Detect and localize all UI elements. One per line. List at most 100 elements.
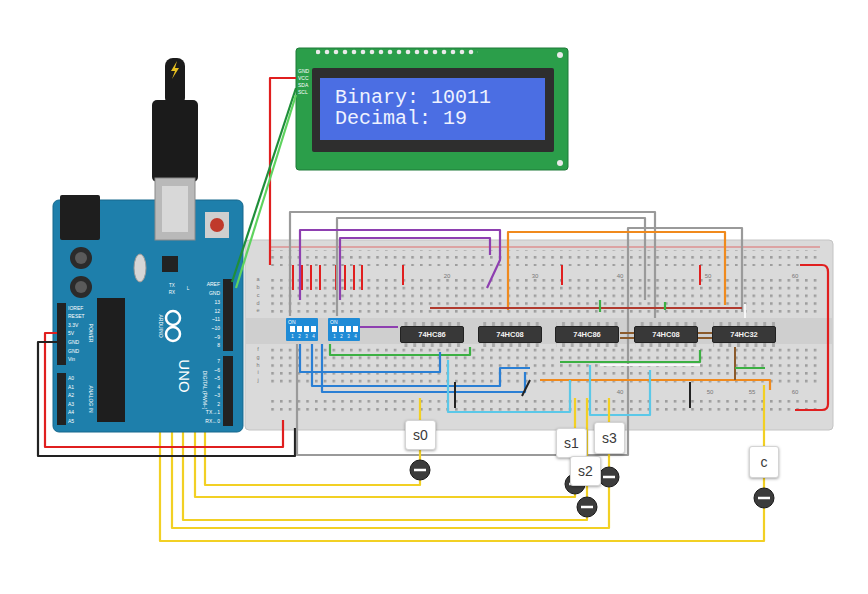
switch-number: 3 [347, 334, 350, 339]
jumper-wire [455, 380, 690, 408]
led-label: L [187, 287, 190, 292]
holes [270, 279, 820, 317]
chip-label: 74HC86 [573, 330, 601, 339]
pin-label: 2 [217, 401, 220, 406]
column-number: 60 [792, 389, 799, 395]
column-number: 40 [617, 273, 624, 279]
logic-chip: 74HC08 [478, 326, 542, 343]
jumper-wire [300, 344, 530, 392]
probe-label: c [749, 446, 779, 478]
row-letter: i [257, 371, 258, 377]
header-title: ANALOG IN [88, 385, 93, 412]
logic-chip: 74HC08 [634, 326, 698, 343]
center-channel [245, 318, 833, 344]
probe-name: s0 [413, 427, 428, 443]
chip-label: 74HC08 [652, 330, 680, 339]
mount-hole [557, 52, 563, 58]
pin-label: A0 [68, 376, 74, 381]
probe-label: s1 [556, 428, 587, 458]
pin-label: TX→1 [206, 410, 220, 415]
jumper-wire [448, 360, 650, 415]
column-number: 30 [532, 273, 539, 279]
switch-number: 2 [298, 334, 301, 339]
logo [166, 327, 180, 341]
pin-label: AREF [207, 282, 220, 287]
column-number: 50 [707, 389, 714, 395]
power-wire [45, 333, 283, 447]
pin-label: GND [209, 291, 220, 296]
breadboard [245, 240, 833, 430]
pin-label: A2 [68, 393, 74, 398]
pin-label: RESET [68, 314, 85, 319]
pin-label: ~3 [214, 393, 220, 398]
pin-label: ~5 [214, 376, 220, 381]
signal-wire [160, 420, 764, 541]
capacitor-top [75, 281, 87, 293]
header-title: DIGITAL (PWM~) [202, 371, 207, 410]
pin-header [57, 303, 66, 365]
pin-label: ~9 [214, 334, 220, 339]
row-letter: c [257, 293, 260, 299]
capacitor [70, 276, 92, 298]
pin-label: 5V [68, 331, 74, 336]
pin-label: 4 [217, 384, 220, 389]
usb-chip [162, 256, 178, 272]
probe-label: s2 [570, 456, 601, 486]
pin-label: 12 [214, 308, 220, 313]
crystal [134, 254, 146, 282]
pin-label: SDA [298, 82, 308, 87]
probe-name: c [761, 454, 768, 470]
pin-label: SCL [298, 89, 308, 94]
header-title: POWER [88, 324, 93, 343]
switch-label: ON [330, 319, 338, 324]
row-letter: b [256, 285, 259, 291]
dc-jack [60, 195, 100, 240]
column-number: 60 [792, 273, 799, 279]
switch-number: 1 [333, 334, 336, 339]
logic-chip: 74HC86 [400, 326, 464, 343]
pin-label: 3.3V [68, 322, 78, 327]
logic-chip: 74HC32 [712, 326, 776, 343]
column-number: 50 [705, 273, 712, 279]
pin-label: ~10 [212, 326, 220, 331]
switch-toggle [290, 326, 358, 332]
lcd-board [296, 48, 568, 170]
switch-label: ON [288, 319, 296, 324]
switch-number: 4 [354, 334, 357, 339]
row-letter: a [256, 278, 259, 284]
pin-label: RX←0 [205, 418, 220, 423]
led-label: RX [169, 291, 175, 296]
jumper-wire [330, 300, 765, 368]
row-letter: f [257, 347, 259, 353]
capacitor-top [75, 252, 87, 264]
row-letter: j [257, 378, 258, 384]
pin-label: A5 [68, 418, 74, 423]
probe-name: s2 [578, 463, 593, 479]
row-letter: e [256, 309, 259, 315]
chip-pins [479, 343, 541, 347]
pin-label: 8 [217, 343, 220, 348]
lcd-screen: Binary: 10011Decimal: 19 [320, 78, 545, 140]
column-number: 40 [617, 389, 624, 395]
probe-label: s0 [405, 420, 436, 450]
probe-label: s3 [594, 422, 625, 454]
screen-text: Binary: 10011 [335, 87, 491, 108]
switch-number: 4 [312, 334, 315, 339]
jumper-wire [508, 232, 770, 390]
screen-text: Decimal: 19 [335, 108, 467, 129]
mount-hole [557, 160, 563, 166]
pin-label: ~6 [214, 367, 220, 372]
lcd-bezel [312, 68, 554, 152]
pin-label: 13 [214, 300, 220, 305]
column-number: 55 [749, 389, 756, 395]
column-number: 20 [444, 273, 451, 279]
rail-holes [270, 250, 820, 266]
capacitor [70, 247, 92, 269]
chip-label: 74HC32 [730, 330, 758, 339]
jumper-wire [430, 307, 742, 309]
reset-button [205, 212, 229, 238]
chip-pins [556, 343, 618, 347]
pin-label: IOREF [68, 306, 83, 311]
